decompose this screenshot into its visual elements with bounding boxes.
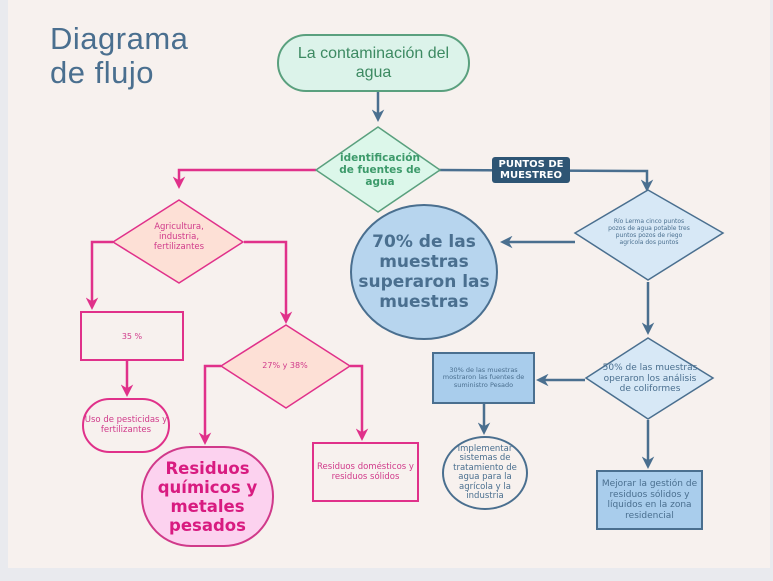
arrow-agricultura-to-porcentajes <box>244 240 293 324</box>
start-node: La contaminación del agua <box>277 34 470 92</box>
arrow-porcentajes-to-residuos-quimicos <box>198 364 221 445</box>
treinta-porciento-box: 30% de las muestras mostraron las fuente… <box>432 352 535 404</box>
mejorar-gestion-box: Mejorar la gestión de residuos sólidos y… <box>596 470 703 530</box>
arrow-agricultura-to-35 <box>85 240 113 310</box>
line-identificacion-to-agricultura <box>172 168 316 189</box>
arrow-porcentajes-to-residuos-domesticos <box>350 364 369 441</box>
treinta-cinco-box: 35 % <box>80 311 184 361</box>
agricultura-label: Agricultura, industria, fertilizantes <box>153 222 205 252</box>
puntos-muestreo-tag: PUNTOS DE MUESTREO <box>492 157 570 183</box>
setenta-porciento-node: 70% de las muestras superaron las muestr… <box>350 204 498 340</box>
page-title: Diagrama de flujo <box>50 22 188 90</box>
uso-pesticidas-node: Uso de pesticidas y fertilizantes <box>82 398 170 453</box>
residuos-domesticos-box: Residuos domésticos y residuos sólidos <box>312 442 419 502</box>
decision-agricultura-shape <box>111 199 245 284</box>
decision-identificacion-shape <box>314 126 442 213</box>
title-line-2: de flujo <box>50 55 154 90</box>
decision-cincuenta-shape <box>584 337 715 420</box>
title-line-1: Diagrama <box>50 21 189 56</box>
residuos-quimicos-node: Residuos químicos y metales pesados <box>141 446 274 547</box>
identificacion-label: identificación de fuentes de agua <box>339 152 421 188</box>
cincuenta-porciento-label: 50% de las muestras operaron los análisi… <box>602 363 698 395</box>
implementar-node: Implementar sistemas de tratamiento de a… <box>442 436 528 510</box>
porcentajes-label: 27% y 38% <box>262 360 308 370</box>
decision-porcentajes-shape <box>219 324 352 409</box>
decision-rio-lerma-shape <box>573 189 725 281</box>
rio-lerma-label: Río Lerma cinco puntos pozos de agua pot… <box>608 218 690 246</box>
